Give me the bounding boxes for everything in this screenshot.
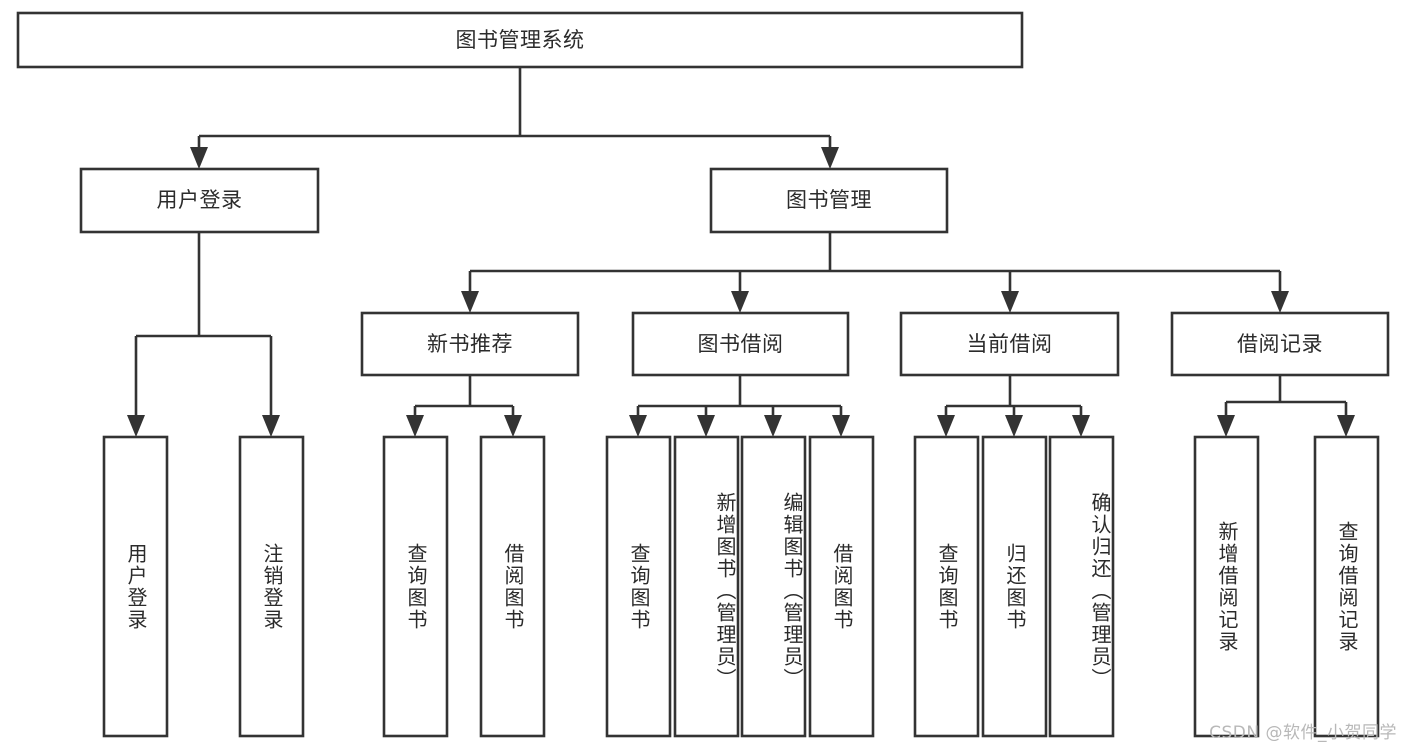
node-box-book-management[interactable] xyxy=(709,167,949,234)
arrow-head-icon xyxy=(764,415,782,437)
arrow-head-icon xyxy=(629,415,647,437)
node-box-leaf-confirm-return[interactable] xyxy=(1048,435,1115,738)
arrow-head-icon xyxy=(406,415,424,437)
arrow-head-icon xyxy=(1271,291,1289,313)
node-box-user-login[interactable] xyxy=(79,167,320,234)
arrow-head-icon xyxy=(127,415,145,437)
node-box-leaf-query-book-3[interactable] xyxy=(913,435,980,738)
arrow-head-icon xyxy=(190,147,208,169)
node-box-leaf-query-book-2[interactable] xyxy=(605,435,672,738)
node-box-leaf-add-book[interactable] xyxy=(673,435,740,738)
arrow-head-icon xyxy=(461,291,479,313)
node-box-leaf-user-login[interactable] xyxy=(102,435,169,738)
arrow-head-icon xyxy=(1337,415,1355,437)
node-box-root[interactable] xyxy=(16,11,1024,69)
node-box-borrow-record[interactable] xyxy=(1170,311,1390,377)
connector-root-to-level2 xyxy=(190,67,839,169)
node-box-leaf-query-borrow-record[interactable] xyxy=(1313,435,1380,738)
arrow-head-icon xyxy=(731,291,749,313)
connector-user-login-to-leaves xyxy=(127,232,280,437)
arrow-head-icon xyxy=(937,415,955,437)
node-box-leaf-logout[interactable] xyxy=(238,435,305,738)
node-box-leaf-return-book[interactable] xyxy=(981,435,1048,738)
node-box-leaf-borrow-book-1[interactable] xyxy=(479,435,546,738)
arrow-head-icon xyxy=(821,147,839,169)
connector-book-mgmt-to-level3 xyxy=(461,232,1289,313)
arrow-head-icon xyxy=(832,415,850,437)
arrow-head-icon xyxy=(1217,415,1235,437)
connector-borrow-record-to-leaves xyxy=(1217,375,1355,437)
node-box-leaf-borrow-book-2[interactable] xyxy=(808,435,875,738)
node-box-leaf-query-book-1[interactable] xyxy=(382,435,449,738)
connector-new-book-rec-to-leaves xyxy=(406,375,522,437)
arrow-head-icon xyxy=(697,415,715,437)
arrow-head-icon xyxy=(1072,415,1090,437)
node-box-leaf-add-borrow-record[interactable] xyxy=(1193,435,1260,738)
arrow-head-icon xyxy=(262,415,280,437)
node-box-book-borrow[interactable] xyxy=(631,311,850,377)
node-box-leaf-edit-book[interactable] xyxy=(740,435,807,738)
connector-book-borrow-to-leaves xyxy=(629,375,850,437)
arrow-head-icon xyxy=(1005,415,1023,437)
arrow-head-icon xyxy=(504,415,522,437)
node-box-new-book-recommend[interactable] xyxy=(360,311,580,377)
node-box-current-borrow[interactable] xyxy=(899,311,1120,377)
connector-current-borrow-to-leaves xyxy=(937,375,1090,437)
arrow-head-icon xyxy=(1001,291,1019,313)
